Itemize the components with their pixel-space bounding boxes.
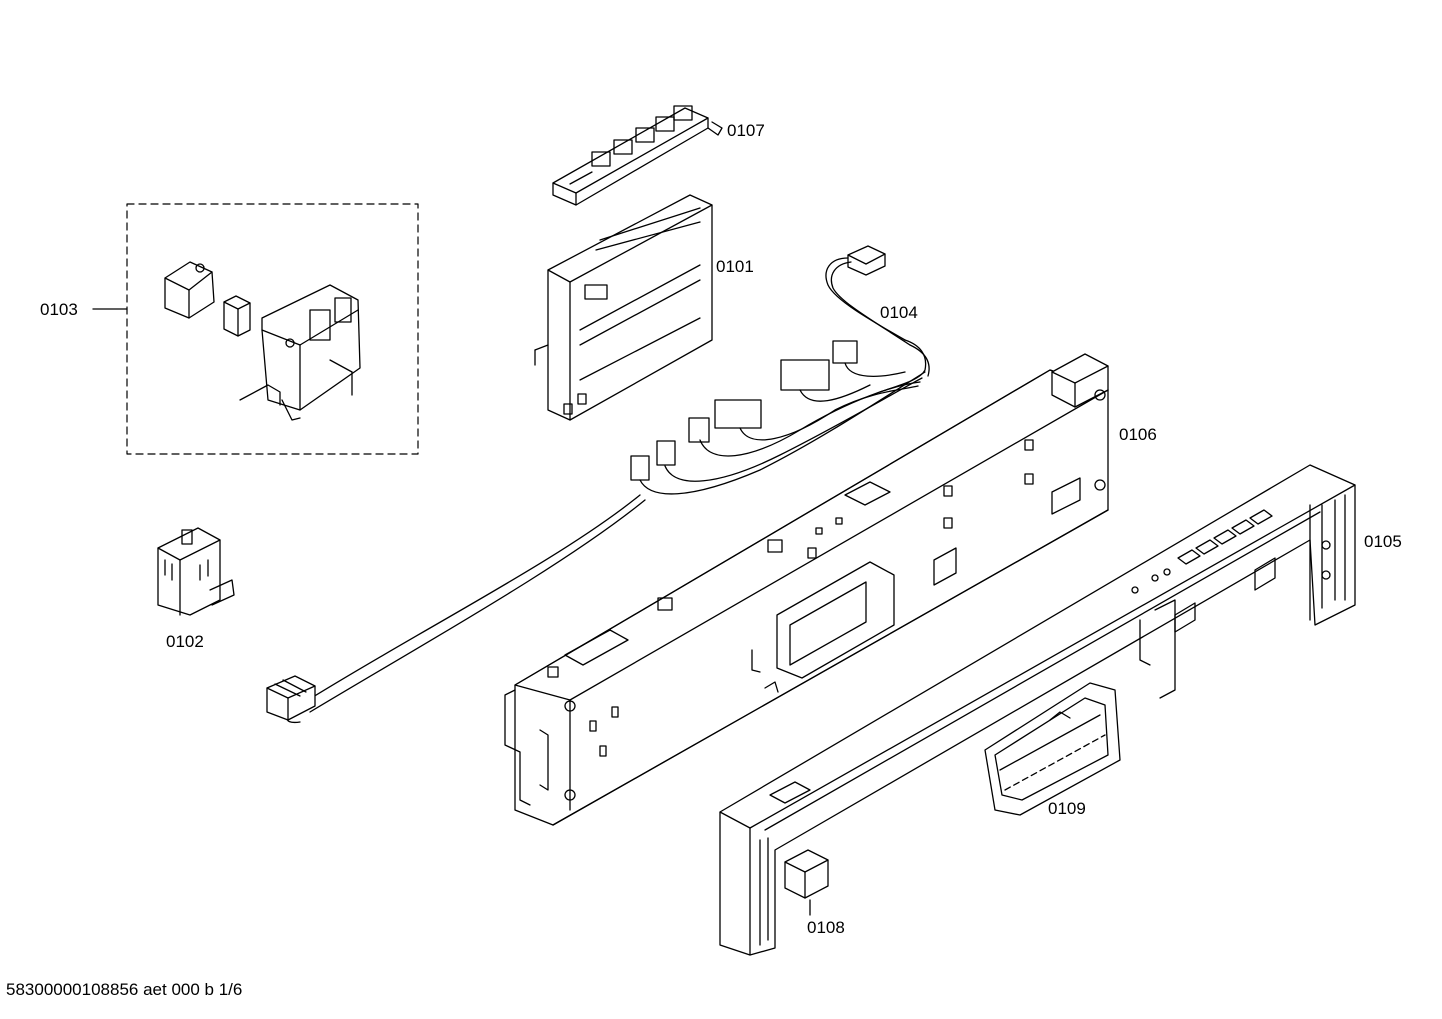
label-0109: 0109: [1048, 799, 1086, 818]
document-id-footer: 58300000108856 aet 000 b 1/6: [6, 980, 243, 999]
part-0107-button-strip[interactable]: [552, 105, 723, 206]
part-0102-switch[interactable]: [157, 527, 235, 616]
label-0103: 0103: [40, 300, 78, 319]
part-0104-cable-harness[interactable]: [266, 245, 930, 724]
label-0107: 0107: [727, 121, 765, 140]
part-0101-electronic-module[interactable]: [534, 194, 713, 421]
label-0101: 0101: [716, 257, 754, 276]
part-0108-block[interactable]: [784, 849, 829, 899]
label-0106: 0106: [1119, 425, 1157, 444]
label-0102: 0102: [166, 632, 204, 651]
part-0105-front-panel[interactable]: [719, 464, 1356, 956]
label-0105: 0105: [1364, 532, 1402, 551]
label-0104: 0104: [880, 303, 918, 322]
part-0109-handle-insert[interactable]: [984, 682, 1121, 816]
part-0103-relay-assembly[interactable]: [126, 203, 419, 455]
part-0106-panel-frame[interactable]: [504, 353, 1109, 826]
leader-lines: [92, 308, 811, 916]
label-0108: 0108: [807, 918, 845, 937]
